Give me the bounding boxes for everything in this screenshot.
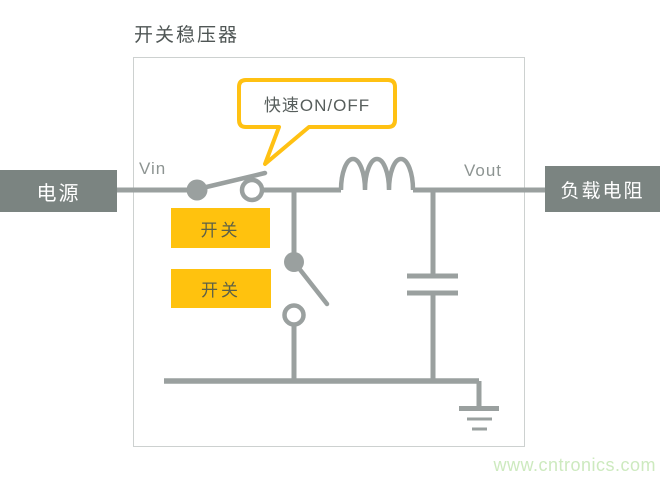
switch2-lever (291, 259, 330, 307)
inductor-coil (338, 156, 416, 191)
callout-bubble (237, 78, 397, 166)
callout-label: 快速ON/OFF (263, 96, 371, 115)
switch-bottom-tag: 开关 (171, 269, 271, 308)
switch2-contact-circle (282, 303, 306, 327)
switch-top-tag: 开关 (171, 208, 270, 248)
load-resistor-box: 负载电阻 (545, 166, 660, 212)
watermark-text: www.cntronics.com (493, 455, 656, 475)
vin-label: Vin (139, 159, 167, 178)
diagram-title: 开关稳压器 (134, 25, 240, 46)
power-source-box: 电源 (0, 170, 117, 212)
power-source-label: 电源 (36, 182, 81, 205)
switch1-lever (195, 170, 268, 192)
switch1-contact-circle (239, 177, 265, 203)
vout-label: Vout (464, 161, 503, 180)
load-resistor-label: 负载电阻 (560, 180, 645, 202)
